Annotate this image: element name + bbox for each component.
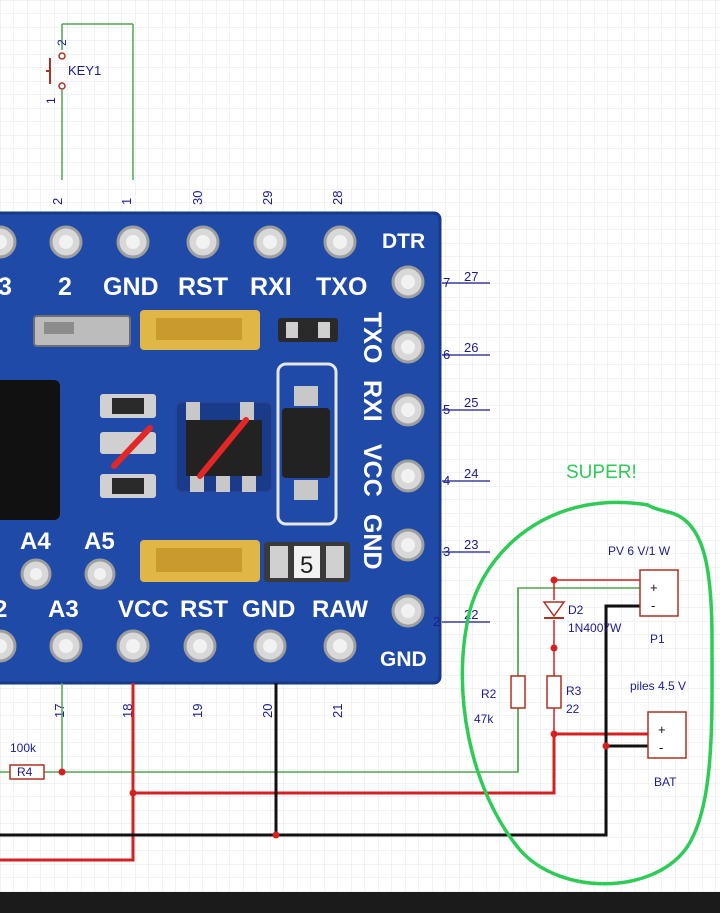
- key1-switch: [46, 23, 134, 180]
- p1-solar-panel: [639, 569, 679, 617]
- right-pin-num-4: 4: [443, 473, 450, 488]
- right-pin-label-25: 25: [464, 395, 478, 410]
- right-pin-label-26: 26: [464, 340, 478, 355]
- board-label-a4: A4: [20, 528, 51, 555]
- r2-resistor: [510, 675, 526, 709]
- red-short-mark-2: [197, 417, 249, 479]
- header-pin-1: 1: [119, 198, 134, 205]
- r3-value: 22: [566, 702, 580, 716]
- right-pin-pads: [391, 265, 425, 628]
- red-wire-battery: [133, 732, 648, 795]
- p1-label: P1: [650, 632, 665, 646]
- wires: [0, 579, 648, 862]
- board-side-rxi: RXI: [358, 380, 386, 422]
- r4-label: R4: [17, 765, 33, 779]
- board-bottom-raw: RAW: [312, 596, 368, 623]
- board-label-rxi: RXI: [250, 273, 292, 301]
- junction-dot-5: [550, 644, 558, 652]
- header-pin-20: 20: [260, 704, 275, 718]
- red-wire-vcc: [0, 683, 135, 862]
- junction-dot-2: [129, 789, 137, 797]
- top-pin-pads: [0, 225, 357, 259]
- board-bottom-2: 2: [0, 596, 7, 623]
- board-label-rst: RST: [178, 273, 228, 301]
- bat-plus: +: [658, 722, 666, 737]
- board-label-3: 3: [0, 273, 12, 301]
- bat-label: BAT: [654, 775, 677, 789]
- black-wire-gnd-bus: [0, 604, 648, 837]
- junction-dot-3: [272, 831, 280, 839]
- annotation-text: SUPER!: [566, 462, 637, 483]
- bottom-pin-pads: [0, 558, 357, 663]
- right-pin-num-7: 7: [443, 275, 450, 290]
- header-pin-18: 18: [120, 704, 135, 718]
- junction-dot-1: [58, 768, 66, 776]
- arduino-board: [0, 211, 442, 685]
- board-side-vcc: VCC: [358, 444, 386, 497]
- d2-diode: [542, 601, 566, 619]
- board-label-a5: A5: [84, 528, 115, 555]
- board-label-gnd: GND: [103, 273, 159, 301]
- right-pin-label-27: 27: [464, 269, 478, 284]
- bat-description: piles 4.5 V: [630, 679, 686, 693]
- p1-minus: -: [651, 598, 655, 613]
- header-pin-29: 29: [260, 191, 275, 205]
- board-bottom-gnd: GND: [242, 596, 295, 623]
- board-side-gnd: GND: [358, 514, 386, 570]
- junction-dot-7: [602, 742, 610, 750]
- r2-value: 47k: [474, 712, 494, 726]
- pv-label: PV 6 V/1 W: [608, 544, 671, 558]
- r2-label: R2: [481, 687, 497, 701]
- annotation-ellipse: [460, 500, 714, 886]
- key1-pin-top: 2: [55, 39, 69, 46]
- board-bottom-gnd-right: GND: [380, 648, 427, 671]
- board-bottom-a3: A3: [48, 596, 79, 623]
- board-bottom-vcc: VCC: [118, 596, 169, 623]
- board-side-txo: TXO: [358, 312, 386, 363]
- battery: [647, 711, 687, 759]
- header-pin-30: 30: [190, 191, 205, 205]
- red-short-mark-1: [111, 425, 153, 469]
- board-bottom-rst: RST: [180, 596, 228, 623]
- key1-pin-bottom: 1: [44, 97, 58, 104]
- right-pin-num-3: 3: [443, 544, 450, 559]
- key1-label: KEY1: [68, 63, 101, 78]
- bat-minus: -: [659, 740, 663, 755]
- d2-label: D2: [568, 603, 584, 617]
- header-pin-19: 19: [190, 704, 205, 718]
- r3-label: R3: [566, 684, 582, 698]
- r3-resistor: [546, 675, 562, 709]
- right-pin-stubs: [442, 282, 490, 623]
- right-pin-label-23: 23: [464, 537, 478, 552]
- right-pin-num-2: 2: [433, 614, 440, 629]
- r4-resistor: [9, 764, 45, 780]
- right-pin-num-6: 6: [443, 347, 450, 362]
- r4-value: 100k: [10, 741, 37, 755]
- d2-value: 1N4007W: [568, 621, 622, 635]
- right-pin-num-5: 5: [443, 402, 450, 417]
- header-pin-17: 17: [52, 704, 67, 718]
- board-label-txo: TXO: [316, 273, 367, 301]
- board-label-2: 2: [58, 273, 72, 301]
- p1-plus: +: [650, 580, 658, 595]
- board-components: [0, 310, 350, 582]
- board-label-dtr: DTR: [382, 230, 425, 253]
- header-pin-21: 21: [330, 704, 345, 718]
- junction-dot-4: [550, 576, 558, 584]
- right-pin-label-24: 24: [464, 466, 478, 481]
- header-pin-2: 2: [50, 198, 65, 205]
- board-chip-digit: 5: [300, 552, 313, 579]
- junction-dot-6: [550, 730, 558, 738]
- header-pin-28: 28: [330, 191, 345, 205]
- bottom-bar: [0, 892, 720, 913]
